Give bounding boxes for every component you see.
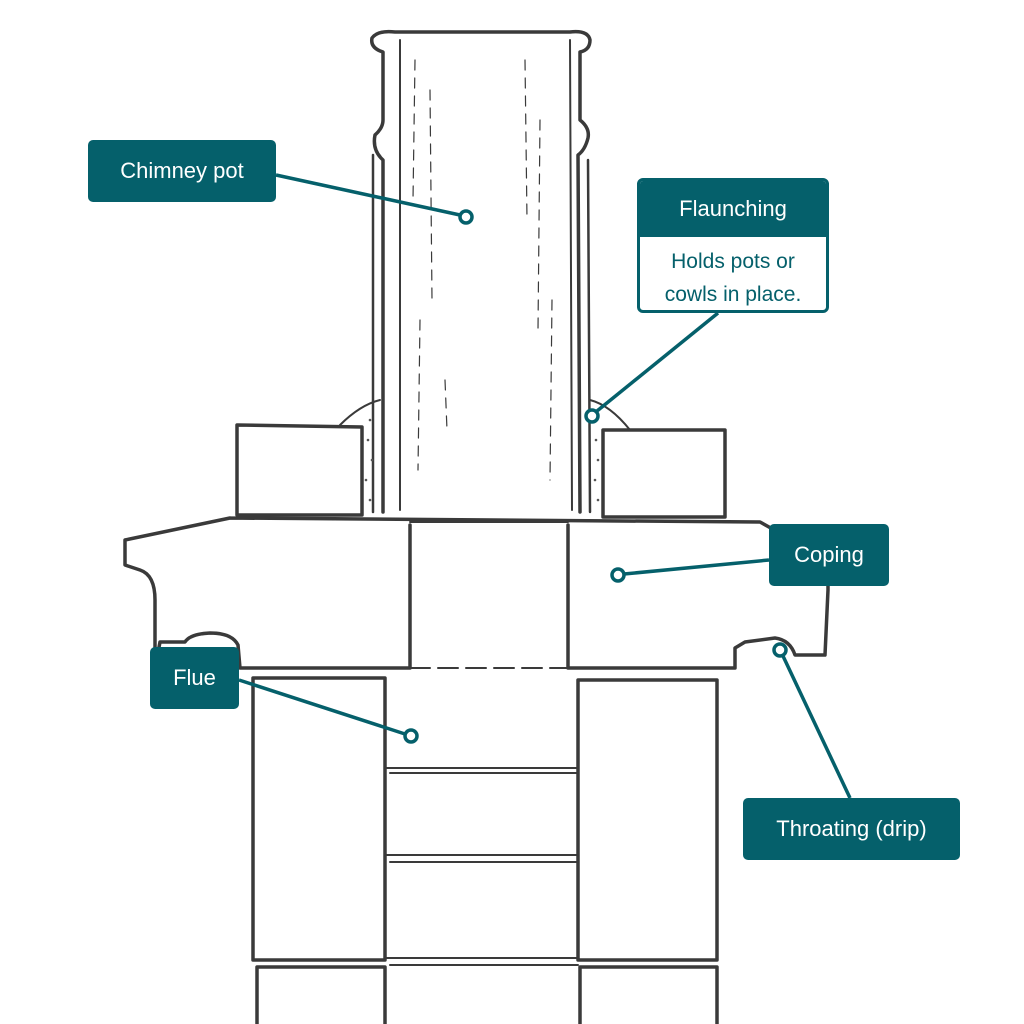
flue-leader	[238, 678, 406, 736]
chimney-pot-leader	[275, 173, 461, 217]
throating-text: Throating (drip)	[776, 816, 927, 841]
coping-text: Coping	[794, 542, 864, 567]
flaunching-description: Holds pots or cowls in place.	[640, 237, 826, 310]
chimney-pot-text: Chimney pot	[120, 158, 244, 183]
flue-text: Flue	[173, 665, 216, 690]
chimney-pot-label: Chimney pot	[88, 140, 276, 202]
flaunching-marker	[584, 408, 600, 424]
flue-marker	[403, 728, 419, 744]
throating-label: Throating (drip)	[743, 798, 960, 860]
right-stack	[576, 678, 719, 962]
coping-label: Coping	[769, 524, 889, 586]
flaunching-desc-line1: Holds pots or	[671, 250, 795, 273]
coping-marker	[610, 567, 626, 583]
right-block	[601, 428, 727, 519]
flaunching-callout: Flaunching Holds pots or cowls in place.	[637, 178, 829, 313]
flue-label: Flue	[150, 647, 239, 709]
throating-leader	[781, 655, 852, 799]
chimney-pot-drawing	[369, 29, 592, 514]
left-stack	[251, 676, 387, 962]
flaunching-title: Flaunching	[640, 181, 826, 237]
chimney-pot-marker	[458, 209, 474, 225]
flaunching-desc-line2: cowls in place.	[664, 283, 802, 306]
coping-leader	[623, 558, 770, 576]
throating-marker	[772, 642, 788, 658]
flaunching-leader	[595, 311, 720, 413]
coping-drawing	[123, 516, 830, 670]
left-block	[235, 423, 364, 517]
